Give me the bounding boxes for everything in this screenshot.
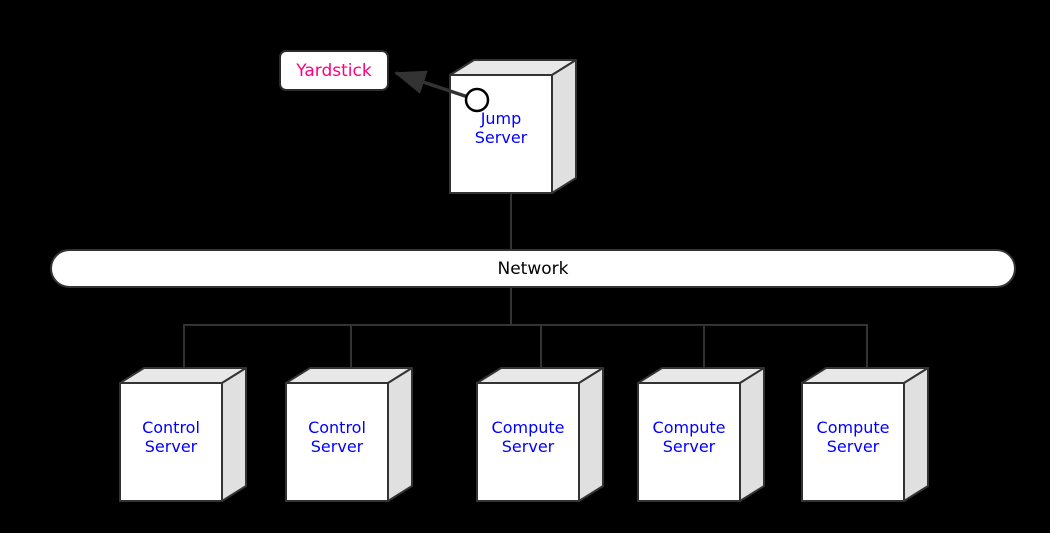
yardstick-note-box[interactable]: Yardstick <box>279 50 389 91</box>
compute-server-1-3d-box <box>476 367 604 502</box>
compute-server-3-3d-box <box>801 367 929 502</box>
wire-drop-compute-server-3 <box>866 324 868 369</box>
compute-server-2-3d-box <box>637 367 765 502</box>
wire-network-to-bus <box>510 287 512 325</box>
wire-jump-to-network <box>510 193 512 251</box>
wire-drop-compute-server-2 <box>703 324 705 369</box>
wire-horizontal-bus <box>183 324 867 326</box>
wire-drop-control-server-1 <box>183 324 185 369</box>
control-server-1-3d-box <box>119 367 247 502</box>
network-label: Network <box>497 258 569 279</box>
wire-drop-control-server-2 <box>350 324 352 369</box>
yardstick-label: Yardstick <box>296 60 372 81</box>
network-bar[interactable]: Network <box>50 249 1016 288</box>
wire-drop-compute-server-1 <box>540 324 542 369</box>
control-server-2-3d-box <box>285 367 413 502</box>
jump-server-3d-box <box>449 59 577 194</box>
